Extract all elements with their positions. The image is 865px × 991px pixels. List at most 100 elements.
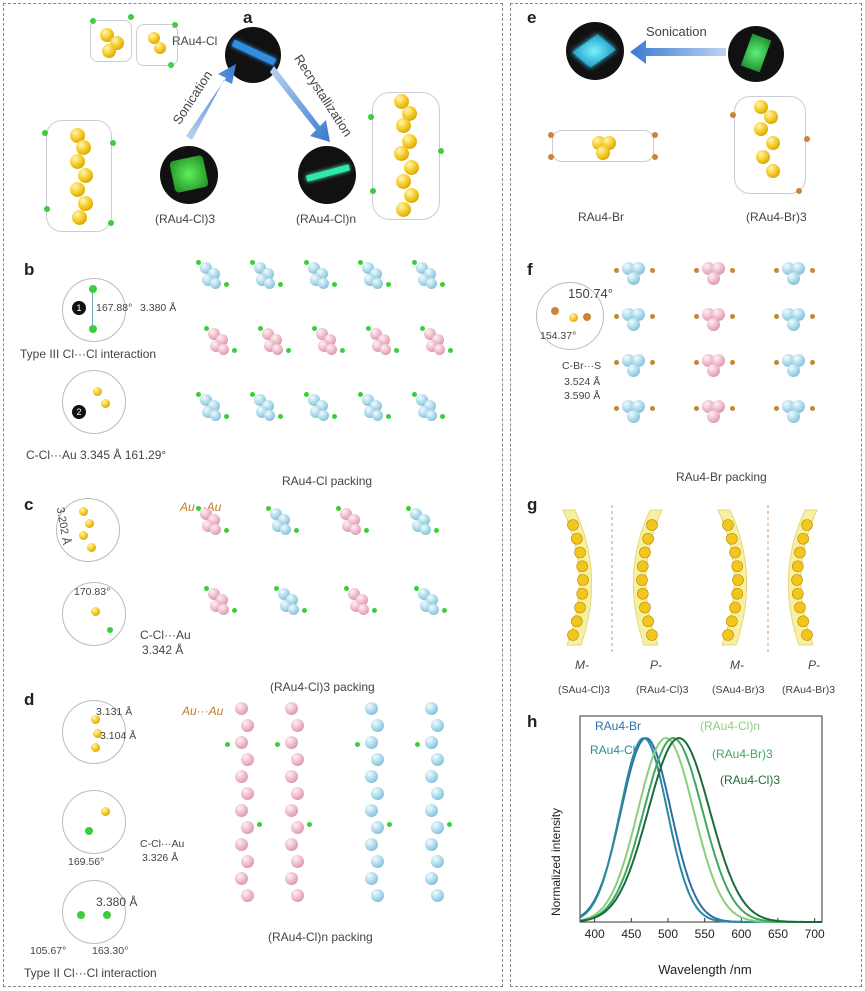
label-sonication-e: Sonication [646, 24, 707, 39]
chlorine-atom [372, 608, 377, 613]
gold-atom [241, 719, 254, 732]
gold-atom [730, 547, 741, 558]
gold-atom [372, 278, 383, 289]
panel-label-d: d [24, 690, 34, 710]
chlorine-atom [302, 608, 307, 613]
chlorine-atom [434, 528, 439, 533]
chlorine-atom [257, 822, 262, 827]
cluster-top-left [88, 10, 178, 70]
gold-atom [291, 889, 304, 902]
gold-atom [218, 604, 229, 615]
bromine-atom [694, 314, 699, 319]
packing-label-d: (RAu4-Cl)n packing [268, 930, 373, 944]
packing-lattice-b [200, 262, 490, 472]
panel-label-c: c [24, 495, 33, 515]
bromine-atom [810, 268, 815, 273]
chlorine-atom [442, 608, 447, 613]
angle-d3b: 163.30° [92, 945, 128, 957]
gold-atom [575, 547, 586, 558]
gold-atom [794, 602, 805, 613]
chlorine-atom [225, 742, 230, 747]
bromine-atom [614, 360, 619, 365]
gold-atom [241, 821, 254, 834]
gold-atom [792, 575, 803, 586]
gold-atom [425, 770, 438, 783]
chlorine-atom [387, 822, 392, 827]
gold-atom [371, 821, 384, 834]
chlorine-atom [250, 392, 255, 397]
gold-atom [798, 533, 809, 544]
cluster-left-chain [40, 110, 120, 240]
gold-atom [792, 561, 803, 572]
chlorine-atom [294, 528, 299, 533]
gold-atom [365, 770, 378, 783]
label-p1: P- [650, 658, 662, 672]
chlorine-atom [204, 586, 209, 591]
gold-atom [639, 547, 650, 558]
x-tick-label: 700 [805, 927, 825, 941]
chlorine-atom [312, 326, 317, 331]
cbrs-label: C-Br···S [562, 360, 601, 372]
label-g1: (SAu4-Cl)3 [558, 684, 610, 696]
panel-label-a: a [243, 8, 252, 28]
angle-f1: 150.74° [568, 286, 613, 301]
cluster-monomer-br [548, 120, 658, 170]
series-annotation: RAu4-Cl [590, 743, 635, 757]
gold-atom [794, 547, 805, 558]
label-g3: (SAu4-Br)3 [712, 684, 765, 696]
cluster-right-chain [368, 88, 448, 228]
angle-d3a: 105.67° [30, 945, 66, 957]
helix-ribbons [540, 505, 850, 655]
chlorine-atom [204, 326, 209, 331]
gold-atom [318, 410, 329, 421]
gold-atom [235, 838, 248, 851]
chlorine-atom [224, 414, 229, 419]
chlorine-atom [304, 260, 309, 265]
gold-atom [326, 344, 337, 355]
interaction-label-d: Type II Cl···Cl interaction [24, 966, 157, 980]
gold-atom [365, 702, 378, 715]
gold-atom [218, 344, 229, 355]
bromine-atom [810, 314, 815, 319]
chlorine-atom [196, 260, 201, 265]
gold-atom [571, 616, 582, 627]
bromine-atom [730, 314, 735, 319]
bromine-atom [614, 268, 619, 273]
gold-atom [637, 575, 648, 586]
bromine-atom [694, 268, 699, 273]
bromine-atom [730, 360, 735, 365]
x-tick-label: 600 [731, 927, 751, 941]
ccl-au-label-d: C-Cl···Au [140, 838, 184, 850]
zoom-circle-b2 [62, 370, 126, 434]
gold-atom [285, 804, 298, 817]
bromine-atom [694, 406, 699, 411]
chlorine-atom [336, 506, 341, 511]
bromine-atom [614, 406, 619, 411]
label-g4: (RAu4-Br)3 [782, 684, 835, 696]
distance-b1: 3.380 Å [140, 302, 176, 314]
packing-label-f: RAu4-Br packing [676, 470, 767, 484]
ccl-dist-c: 3.342 Å [142, 643, 183, 657]
gold-atom [575, 602, 586, 613]
gold-atom [730, 602, 741, 613]
gold-atom [264, 278, 275, 289]
x-tick-label: 450 [621, 927, 641, 941]
gold-atom [272, 344, 283, 355]
label-monomer-br: RAu4-Br [578, 210, 624, 224]
gold-atom [425, 702, 438, 715]
gold-atom [707, 272, 720, 285]
distance-f2: 3.590 Å [564, 390, 600, 402]
panel-label-h: h [527, 712, 537, 732]
gold-atom [792, 588, 803, 599]
chlorine-atom [420, 326, 425, 331]
gold-atom [241, 855, 254, 868]
gold-atom [627, 272, 640, 285]
angle-d2: 169.56° [68, 856, 104, 868]
gold-atom [210, 410, 221, 421]
label-trimer-a: (RAu4-Cl)3 [155, 212, 215, 226]
gold-atom [637, 588, 648, 599]
label-trimer-br: (RAu4-Br)3 [746, 210, 807, 224]
gold-atom [426, 278, 437, 289]
label-m1: M- [575, 658, 589, 672]
